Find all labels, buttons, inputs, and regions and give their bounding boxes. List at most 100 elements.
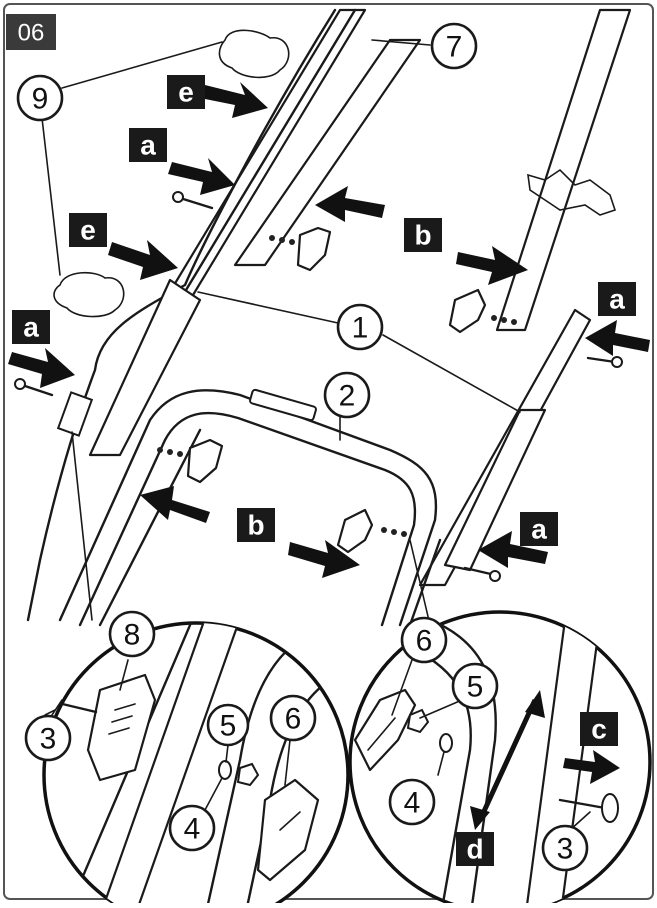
leader-6-left xyxy=(284,739,291,786)
svg-text:9: 9 xyxy=(32,83,49,116)
knob-lower-center xyxy=(336,508,407,554)
tag-d: d xyxy=(456,832,494,866)
u-handle-outer xyxy=(58,389,438,627)
arrows xyxy=(8,82,650,578)
callout-9: 9 xyxy=(16,74,64,122)
upper-handle xyxy=(26,8,632,622)
nut-right xyxy=(406,708,430,734)
callout-6-left: 6 xyxy=(269,694,317,742)
callout-4-right: 4 xyxy=(388,778,436,826)
tag-e-left: e xyxy=(69,213,107,247)
callout-5-right: 5 xyxy=(451,662,499,710)
arrow-a-left xyxy=(8,348,75,388)
callout-3-right: 3 xyxy=(541,824,589,872)
knob-detail-left xyxy=(256,778,320,882)
fastener-bottom-right xyxy=(463,566,501,582)
cable-bracket xyxy=(249,388,317,422)
throttle-lever xyxy=(527,168,617,216)
detail-left-content xyxy=(44,623,332,908)
fastener-left xyxy=(14,378,54,397)
tag-a-top: a xyxy=(129,128,167,162)
tag-a-right: a xyxy=(598,282,636,316)
detail-circle-right xyxy=(348,610,652,908)
arrow-a-right xyxy=(585,320,650,356)
tag-b-lower: b xyxy=(237,508,275,542)
detail-left-tube xyxy=(93,623,252,908)
knob-upper-right xyxy=(448,288,517,334)
control-cable xyxy=(26,8,337,622)
svg-text:d: d xyxy=(466,834,483,865)
callout-1: 1 xyxy=(336,303,384,351)
tube-edge xyxy=(178,8,357,302)
svg-text:5: 5 xyxy=(220,710,237,743)
double-arrow-shaft xyxy=(477,698,538,822)
leader-6-right xyxy=(391,659,413,716)
svg-text:3: 3 xyxy=(40,723,57,756)
knob-upper-center xyxy=(269,226,332,272)
leader-8 xyxy=(119,659,129,691)
arrow-e-left xyxy=(108,240,178,280)
upper-right-tube xyxy=(495,8,632,332)
inner-tube-7 xyxy=(233,38,422,267)
svg-text:a: a xyxy=(609,284,625,315)
cable-tie-lower xyxy=(53,271,125,318)
cable-tie-upper xyxy=(218,29,290,79)
arrow-c xyxy=(563,750,620,784)
tag-c: c xyxy=(580,712,618,746)
tag-a-left: a xyxy=(12,310,50,344)
svg-text:8: 8 xyxy=(124,619,141,652)
svg-text:e: e xyxy=(80,215,96,246)
step-badge: 06 xyxy=(6,14,56,50)
svg-text:a: a xyxy=(531,514,547,545)
washer-right xyxy=(439,733,453,753)
washer-left xyxy=(218,760,232,780)
double-arrow-head-up xyxy=(525,690,545,718)
leader-lines xyxy=(41,39,521,626)
step-number: 06 xyxy=(18,20,45,47)
arrow-b-upper-right xyxy=(456,246,528,285)
tag-e-top: e xyxy=(167,75,205,109)
svg-text:4: 4 xyxy=(184,813,201,846)
svg-text:6: 6 xyxy=(285,703,302,736)
leader-4-left xyxy=(204,777,223,811)
cable-clip-8 xyxy=(86,673,157,782)
callout-4-left: 4 xyxy=(168,804,216,852)
fastener-right xyxy=(586,356,623,368)
svg-text:a: a xyxy=(140,130,156,161)
double-arrow-head-down xyxy=(470,806,490,830)
bolt-head-right xyxy=(601,793,619,823)
tag-a-lower-right: a xyxy=(520,512,558,546)
knob-lower-left xyxy=(157,438,224,484)
callout-3-left: 3 xyxy=(24,714,72,762)
arrow-b-upper-left xyxy=(315,186,385,222)
svg-text:e: e xyxy=(178,77,194,108)
arrow-a-top xyxy=(168,158,235,195)
svg-text:c: c xyxy=(591,714,607,745)
nut-left xyxy=(236,762,260,787)
tag-b-upper: b xyxy=(404,218,442,252)
leader-5-left xyxy=(225,744,229,763)
svg-text:6: 6 xyxy=(416,625,433,658)
lower-bar-right xyxy=(408,538,442,627)
callout-6-right: 6 xyxy=(400,616,448,664)
callout-2: 2 xyxy=(323,371,371,419)
fastener-top-left xyxy=(172,191,214,210)
arrow-b-lower-right xyxy=(288,540,360,578)
svg-text:5: 5 xyxy=(467,671,484,704)
callout-5-left: 5 xyxy=(206,703,250,747)
frame-border xyxy=(3,3,654,900)
bolt-shaft-right xyxy=(558,798,607,810)
cable-clip-small xyxy=(56,391,94,437)
leader-3-left xyxy=(51,699,63,716)
arrow-e-top xyxy=(200,82,268,118)
svg-text:7: 7 xyxy=(446,31,463,64)
lower-bar xyxy=(98,428,202,627)
middle-handle xyxy=(88,278,592,587)
svg-text:b: b xyxy=(414,220,431,251)
leader-4-right xyxy=(437,751,445,776)
u-handle-inner xyxy=(78,411,417,627)
middle-left-tube xyxy=(88,278,202,457)
svg-text:b: b xyxy=(247,510,264,541)
